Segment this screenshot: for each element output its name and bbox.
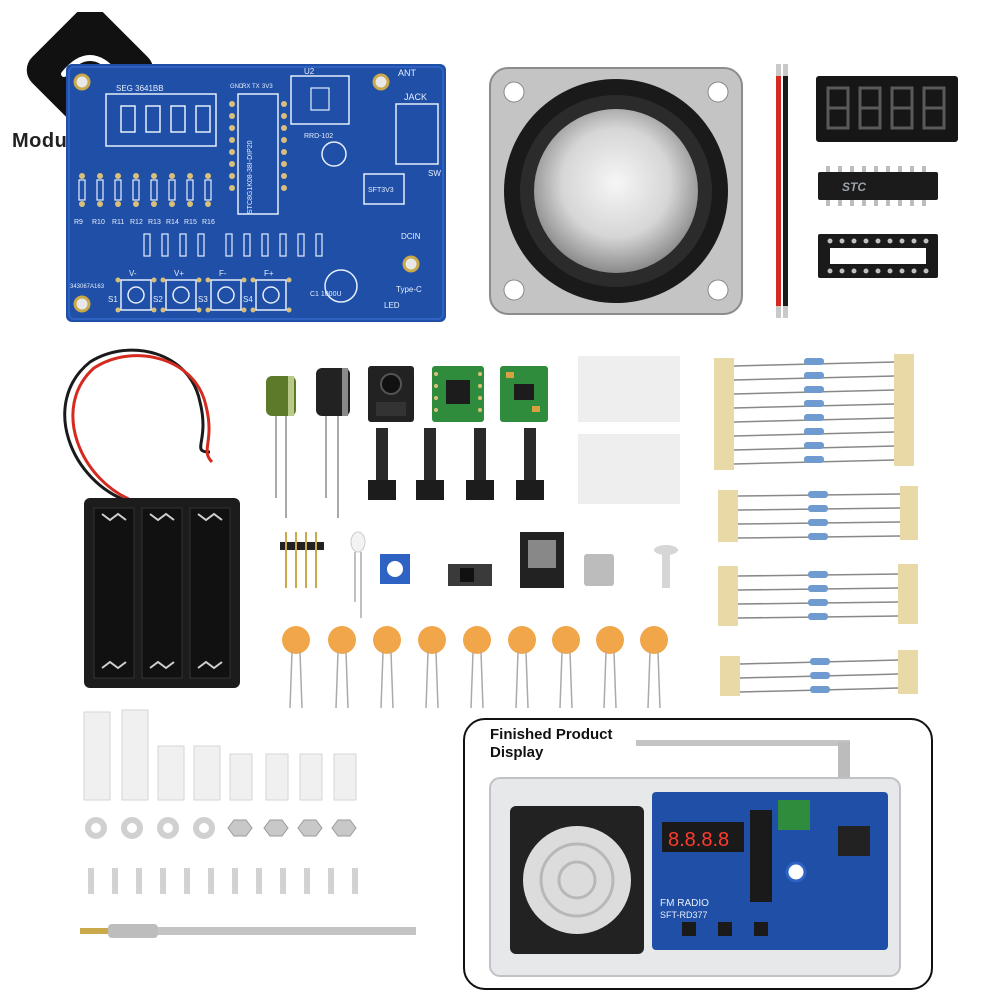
- fm-module: [432, 366, 484, 422]
- pcb-mcu-label: STC8G1K08-38I-DIP20: [247, 140, 254, 214]
- small-parts-row: [276, 528, 696, 620]
- pcb-r15: R15: [184, 219, 197, 226]
- seven-segment-display: [816, 76, 958, 142]
- pcb-rda-label: RRD-102: [304, 133, 333, 140]
- ceramic-capacitors: [282, 624, 672, 709]
- pcb-led-label: LED: [384, 301, 400, 310]
- chip-brand: STC: [842, 180, 866, 194]
- pcb-jack-label: JACK: [404, 92, 427, 102]
- resistor-strips: [712, 350, 918, 700]
- pcb-header-tx: TX: [252, 84, 260, 90]
- pcb-display-label: SEG 3641BB: [116, 84, 164, 93]
- pcb-dc-label: DCIN: [401, 232, 421, 241]
- ic-socket: [818, 234, 938, 278]
- pcb-r14: R14: [166, 219, 179, 226]
- pcb-r9: R9: [74, 219, 83, 226]
- pcb-fminus: F-: [219, 269, 227, 278]
- pcb-switch-label: SW: [428, 169, 441, 178]
- audio-jack: [366, 364, 416, 424]
- pcb-antenna-label: ANT: [398, 68, 417, 78]
- battery-holder: [50, 342, 250, 692]
- finished-display-value: 8.8.8.8: [668, 829, 729, 851]
- pcb-s4: S4: [243, 295, 253, 304]
- pcb-header-rx: RX: [242, 84, 250, 90]
- finished-panel-text: FM RADIO: [660, 898, 709, 909]
- pcb-r11: R11: [112, 219, 124, 226]
- pcb-s2: S2: [153, 295, 163, 304]
- pcb-fplus: F+: [264, 269, 274, 278]
- pcb-s1: S1: [108, 295, 118, 304]
- electrolytic-capacitors: [266, 368, 356, 528]
- pcb-r16: R16: [202, 219, 215, 226]
- pcb-vminus: V-: [129, 269, 137, 278]
- svg-text:U2: U2: [304, 67, 315, 76]
- finished-radio: 8.8.8.8 FM RADIO SFT-RD377: [486, 736, 908, 980]
- pcb-r12: R12: [130, 219, 143, 226]
- mcu-chip: STC: [818, 166, 938, 206]
- pcb-header-gnd: GND: [230, 84, 244, 90]
- protective-film: [578, 356, 680, 422]
- pcb-r10: R10: [92, 219, 105, 226]
- pcb-u1-label: SFT3V3: [368, 187, 394, 194]
- hardware-parts: [76, 708, 426, 944]
- power-wires: [772, 64, 792, 318]
- finished-panel-subtext: SFT-RD377: [660, 910, 708, 920]
- speaker: [488, 66, 744, 316]
- pcb-board: SEG 3641BB U2 RRD-102 ANT JACK SW DCIN T…: [66, 64, 446, 322]
- pcb-cap-label: C1 1000U: [310, 291, 342, 298]
- protective-film-2: [578, 434, 680, 504]
- regulator-module: [500, 366, 548, 422]
- pcb-r13: R13: [148, 219, 161, 226]
- finished-product-title: Finished Product Display: [490, 726, 613, 761]
- pcb-header-3v3: 3V3: [262, 84, 273, 90]
- pcb-board-id: 343067A163: [70, 284, 105, 290]
- pcb-vplus: V+: [174, 269, 184, 278]
- pcb-usb-label: Type-C: [396, 285, 422, 294]
- pcb-s3: S3: [198, 295, 208, 304]
- tactile-buttons: [366, 428, 556, 520]
